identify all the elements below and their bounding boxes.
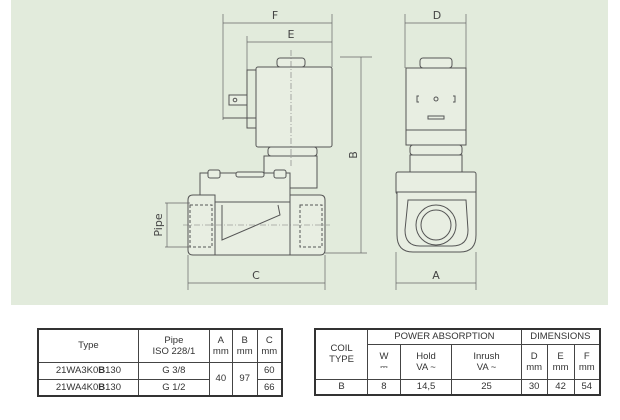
cell-a: 40 — [208, 361, 233, 397]
cell-c: 60 — [256, 361, 283, 380]
label-pipe: Pipe — [152, 213, 165, 236]
cell-c: 66 — [256, 378, 283, 397]
cell-e: 42 — [546, 378, 575, 396]
label-f: F — [272, 9, 278, 22]
cell-w: 8 — [367, 378, 401, 396]
side-view: F E Pipe C B — [152, 9, 372, 290]
coil — [255, 66, 333, 148]
cell-inrush: 25 — [451, 378, 522, 396]
cell-hold: 14,5 — [399, 378, 453, 396]
cell-f: 54 — [573, 378, 601, 396]
cell-pipe: G 3/8 — [137, 361, 210, 380]
cell-coil: B — [314, 378, 369, 396]
front-view: D A — [395, 9, 477, 290]
cell-type: 21WA4K0B130 — [37, 378, 139, 397]
coil-front — [405, 67, 467, 131]
table-row: B 8 14,5 25 30 42 54 — [314, 378, 601, 396]
valve-technical-drawing: F E Pipe C B — [152, 9, 477, 290]
cell-d: 30 — [520, 378, 548, 396]
label-d: D — [433, 9, 441, 22]
header-power-absorption: POWER ABSORPTION — [367, 328, 522, 345]
cell-b: 97 — [231, 361, 258, 397]
header-type: Type — [37, 328, 139, 363]
header-dimensions: DIMENSIONS — [520, 328, 601, 345]
terminal — [228, 94, 248, 106]
header-w: W⎓ — [367, 343, 401, 380]
label-a: A — [432, 269, 440, 282]
table-row: 21WA3K0B130 G 3/8 40 97 60 — [37, 361, 283, 397]
table-row: 21WA4K0B130 G 1/2 66 — [37, 378, 283, 397]
label-b: B — [347, 151, 360, 159]
cell-type: 21WA3K0B130 — [37, 361, 139, 380]
label-c: C — [252, 269, 260, 282]
label-e: E — [288, 28, 295, 41]
cell-pipe: G 1/2 — [137, 378, 210, 397]
